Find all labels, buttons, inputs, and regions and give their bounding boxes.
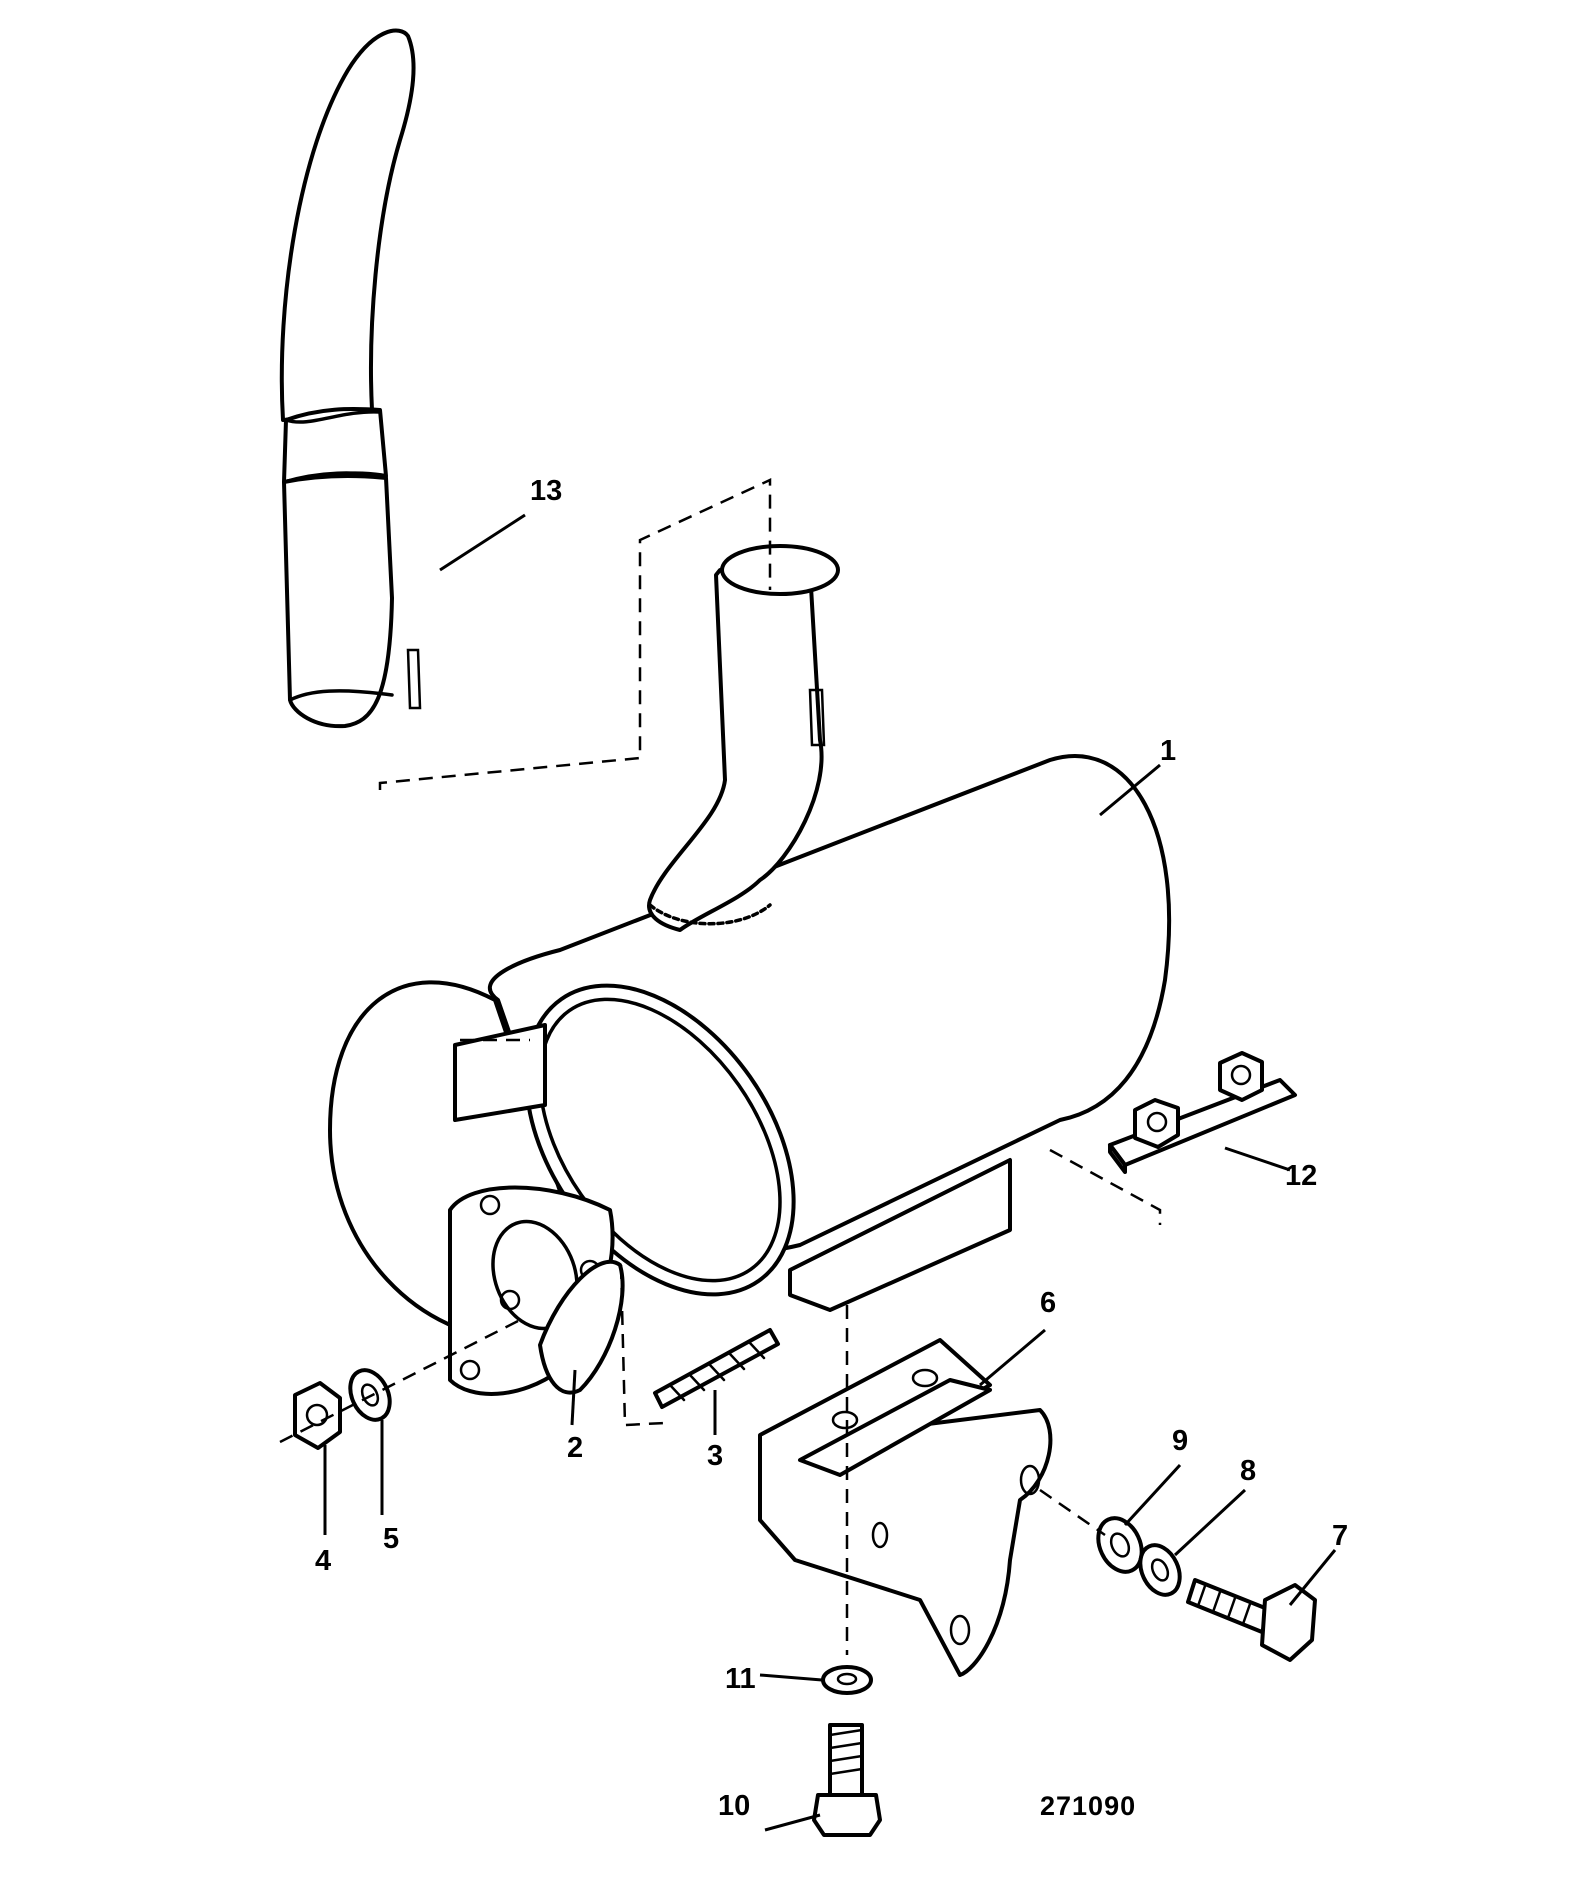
callout-11: 11 — [725, 1663, 756, 1695]
callout-10: 10 — [718, 1790, 750, 1822]
callout-1: 1 — [1160, 735, 1176, 767]
callout-3: 3 — [707, 1440, 723, 1472]
hex-bolt — [1186, 1578, 1317, 1662]
washer-spring — [1138, 1543, 1182, 1597]
assembly-lines — [279, 478, 1162, 1655]
callout-2: 2 — [567, 1432, 583, 1464]
callout-12: 12 — [1285, 1160, 1317, 1192]
leader-lines — [323, 513, 1337, 1832]
tail-pipe — [279, 28, 422, 729]
nut — [293, 1381, 342, 1450]
callout-9: 9 — [1172, 1425, 1188, 1457]
washer-lower — [821, 1665, 873, 1695]
callout-7: 7 — [1332, 1520, 1348, 1552]
drawing-number: 271090 — [1040, 1791, 1136, 1821]
callout-4: 4 — [315, 1545, 331, 1577]
hex-bolt-vertical — [812, 1723, 882, 1837]
callout-13: 13 — [530, 475, 562, 507]
callout-8: 8 — [1240, 1455, 1256, 1487]
callout-5: 5 — [383, 1523, 399, 1555]
mounting-bracket — [758, 1338, 1053, 1677]
clamp-plate — [1108, 1051, 1297, 1174]
callout-6: 6 — [1040, 1287, 1056, 1319]
stud — [653, 1328, 780, 1409]
silencer — [328, 544, 1172, 1396]
washer-plain — [1096, 1516, 1144, 1574]
gasket — [538, 1259, 625, 1395]
